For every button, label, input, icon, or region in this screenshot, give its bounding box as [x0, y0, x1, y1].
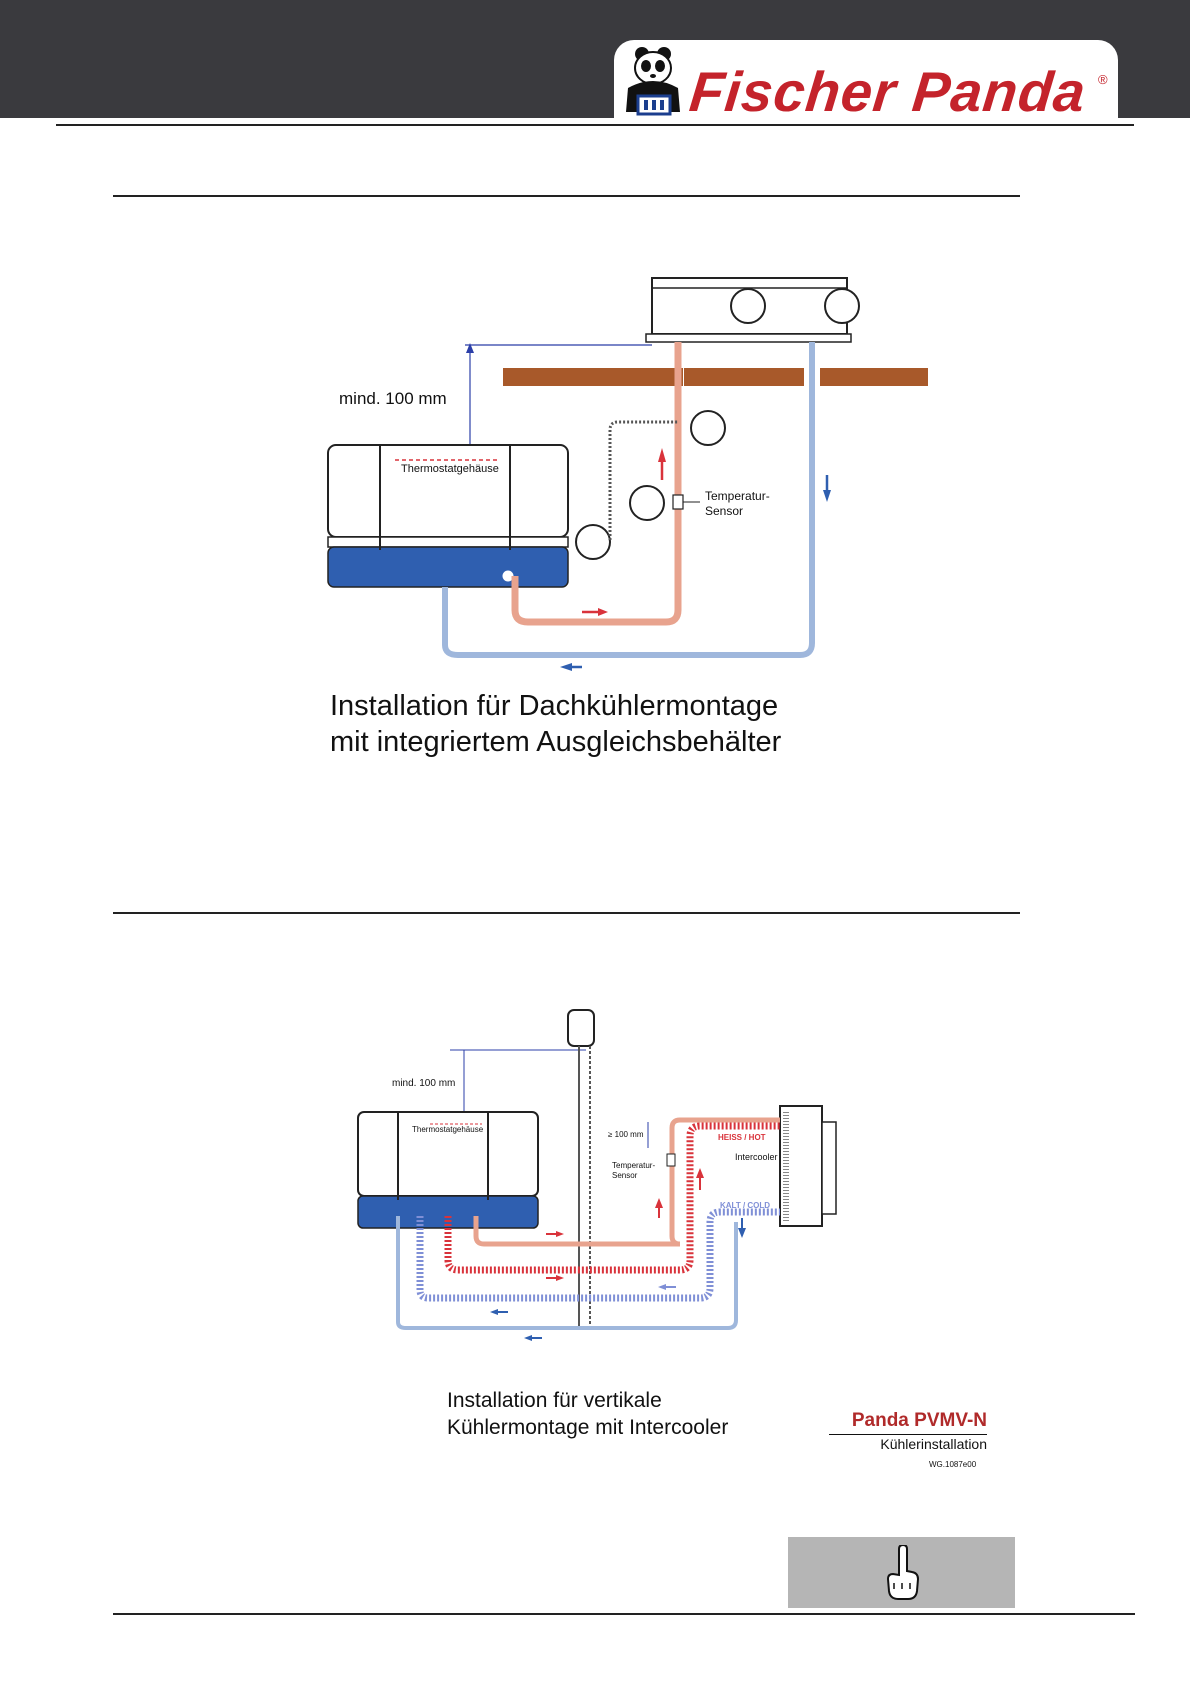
caption-vertical-cooler: Installation für vertikale Kühlermontage…: [447, 1387, 728, 1441]
fan-circle-2: [824, 288, 860, 324]
drawing-code: WG.1087e00: [929, 1460, 977, 1469]
coolant-level-1: [327, 546, 569, 588]
hot-pipe-2: [473, 1117, 780, 1247]
expansion-tank-1: [327, 444, 569, 538]
thermostat-label-2: Thermostatgehäuse: [412, 1125, 484, 1134]
min-distance-label: ≥ 100 mm: [608, 1130, 644, 1139]
caption-vertical-cooler-line2: Kühlermontage mit Intercooler: [447, 1416, 729, 1439]
port-circle-a: [575, 524, 611, 560]
flow-arrow-up: [658, 448, 666, 462]
flow-arrow-left: [560, 663, 572, 671]
flow-arrow-down: [823, 490, 831, 502]
thermostat-label-1: Thermostatgehäuse: [401, 463, 499, 475]
sensor-label-2a: Temperatur-: [612, 1161, 655, 1170]
cold-label: KALT / COLD: [720, 1201, 770, 1210]
fan-circle-1: [730, 288, 766, 324]
caption-vertical-cooler-line1: Installation für vertikale: [447, 1389, 662, 1412]
section-rule-top: [113, 195, 1020, 197]
product-block: Panda PVMV-N Kühlerinstallation: [829, 1410, 987, 1452]
registered-mark: ®: [1098, 72, 1108, 87]
vertical-cooler-diagram: mind. 100 mm Thermostatgehäuse Intercool…: [357, 1009, 837, 1341]
roof-deck-right: [820, 368, 928, 386]
product-subtitle: Kühlerinstallation: [829, 1434, 987, 1452]
sensor-label-1a: Temperatur-: [705, 489, 770, 503]
dimension-label-1: mind. 100 mm: [339, 389, 447, 408]
sensor-label-1b: Sensor: [705, 504, 743, 518]
note-box: [788, 1537, 1015, 1608]
caption-roof-cooler-line2: mit integriertem Ausgleichsbehälter: [330, 726, 782, 758]
flow-arrow-right: [598, 608, 608, 616]
pointing-hand-icon: [886, 1545, 920, 1600]
port-circle-b: [690, 410, 726, 446]
cold-pipe-2: [396, 1216, 738, 1330]
header-rule: [56, 124, 1134, 126]
brand-logo-text: Fischer Panda: [686, 60, 1090, 123]
filler-cap: [567, 1009, 595, 1047]
sensor-label-2b: Sensor: [612, 1171, 638, 1180]
product-title: Panda PVMV-N: [851, 1410, 987, 1431]
section-rule-middle: [113, 912, 1020, 914]
roof-deck-left: [503, 368, 683, 386]
hot-label: HEISS / HOT: [718, 1133, 766, 1142]
roof-cooler-diagram: mind. 100 mm Thermostatgehäuse Temperatu…: [327, 277, 928, 671]
radiator-fan: [821, 1121, 837, 1215]
footer-rule: [113, 1613, 1135, 1615]
logo-plate: [614, 40, 1118, 122]
port-circle-c: [629, 485, 665, 521]
hot-pipe-1: [511, 342, 682, 626]
cold-loop: [416, 1208, 780, 1302]
dimension-label-2: mind. 100 mm: [392, 1078, 455, 1089]
caption-roof-cooler-line1: Installation für Dachkühlermontage: [330, 690, 779, 722]
panda-logo-icon: [626, 47, 680, 116]
intercooler-label: Intercooler: [735, 1152, 778, 1162]
cold-pipe-1: [442, 342, 815, 658]
roof-deck-mid: [684, 368, 804, 386]
coolant-level-2: [357, 1195, 539, 1229]
caption-roof-cooler: Installation für Dachkühlermontage mit i…: [330, 688, 781, 760]
